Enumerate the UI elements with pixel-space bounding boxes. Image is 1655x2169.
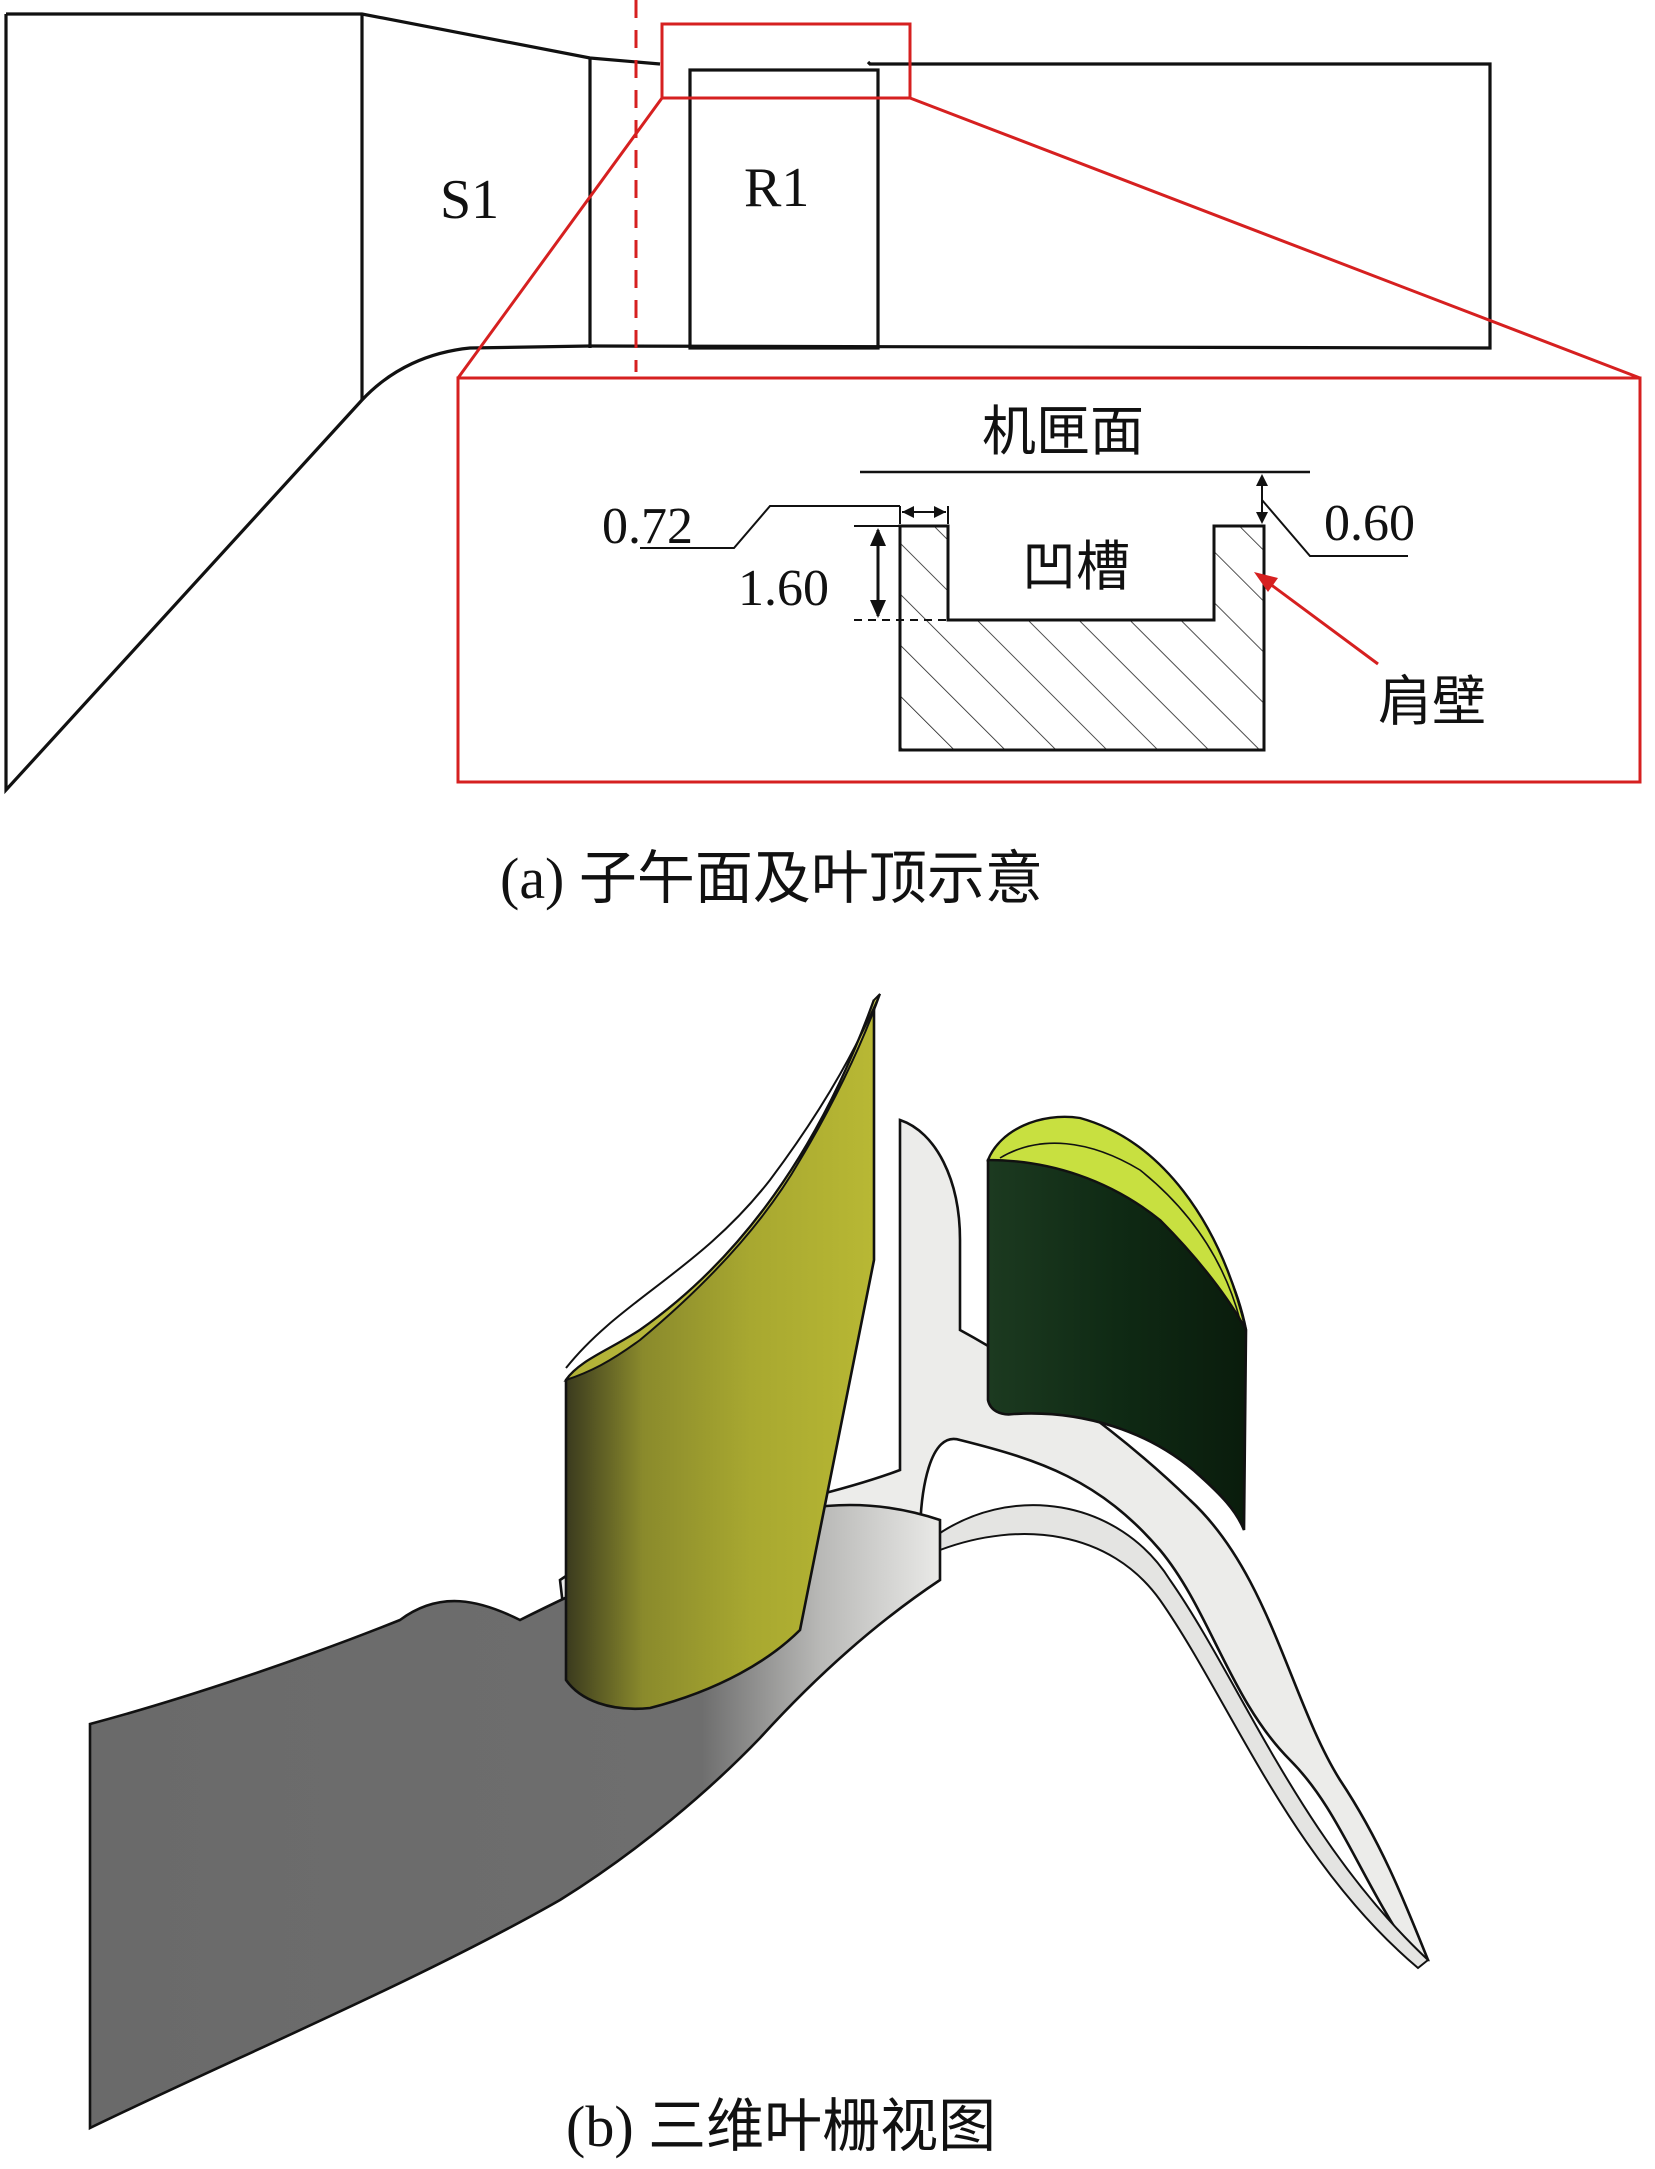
caption-a: (a) 子午面及叶顶示意 — [500, 846, 1043, 911]
groove-label: 凹槽 — [1022, 535, 1130, 598]
zoom-leader-left — [456, 97, 664, 379]
rear-blade-tip — [986, 1115, 1248, 1331]
caption-b: (b) 三维叶栅视图 — [566, 2094, 996, 2159]
rotor-blade — [688, 68, 880, 350]
tip-detail — [640, 470, 1408, 752]
stator-label: S1 — [440, 169, 499, 231]
shoulder-label: 肩壁 — [1378, 670, 1486, 733]
dim-tip-clearance: 0.60 — [1324, 495, 1415, 552]
dim-groove-depth: 1.60 — [738, 560, 829, 617]
blade-tip-section — [898, 524, 1266, 752]
zoom-leader-right — [909, 96, 1641, 380]
rotor-label: R1 — [744, 157, 809, 219]
duct-outline — [4, 14, 1492, 795]
zoom-box — [660, 22, 912, 100]
meridional-view — [4, 12, 1492, 795]
shaded-endwall — [88, 1503, 942, 2131]
dim-shoulder-width: 0.72 — [602, 498, 693, 555]
casing-upper-wall — [6, 12, 661, 66]
casing-label: 机匣面 — [982, 400, 1144, 463]
front-blade-top — [563, 993, 881, 1382]
cascade-3d-view — [88, 993, 1430, 2131]
